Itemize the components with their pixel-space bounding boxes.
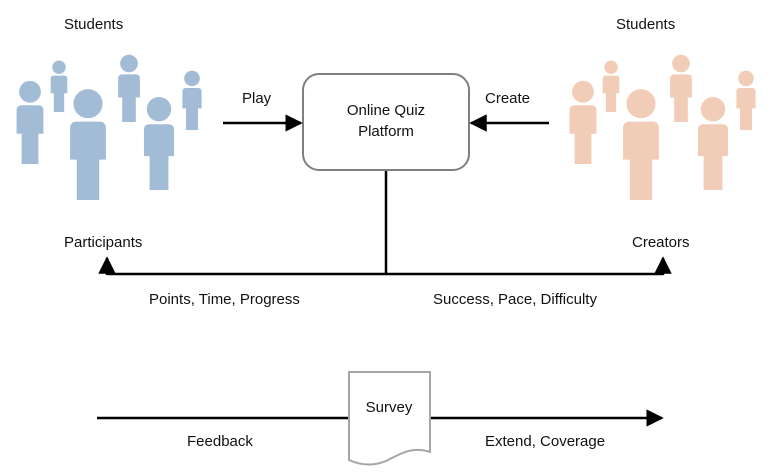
participants-label: Participants [64,234,143,251]
points-time-progress-label: Points, Time, Progress [149,291,300,308]
students-right-label: Students [616,16,676,33]
feedback-label: Feedback [187,433,253,450]
person-icon [182,70,202,130]
person-icon [143,96,175,190]
survey-label: Survey [365,399,413,416]
person-icon [569,80,597,164]
platform-line1: Online Quiz [346,102,426,119]
person-icon [697,96,729,190]
extend-coverage-label: Extend, Coverage [485,433,606,450]
creators-people-group-icon [569,54,756,200]
participants-people-group-icon [16,54,202,200]
person-icon [602,60,620,112]
person-icon [118,54,140,122]
platform-line2: Platform [358,123,414,140]
students-left-label: Students [64,16,124,33]
person-icon [736,70,756,130]
create-label: Create [485,90,531,107]
play-label: Play [242,90,272,107]
person-icon [50,60,68,112]
person-icon [70,89,106,200]
person-icon [623,89,659,200]
survey-document-shape [348,371,431,466]
success-pace-difficulty-label: Success, Pace, Difficulty [433,291,597,308]
person-icon [16,80,44,164]
online-quiz-platform-label: Online Quiz Platform [303,100,469,142]
online-quiz-platform-box [302,73,470,171]
person-icon [670,54,692,122]
creators-label: Creators [632,234,690,251]
